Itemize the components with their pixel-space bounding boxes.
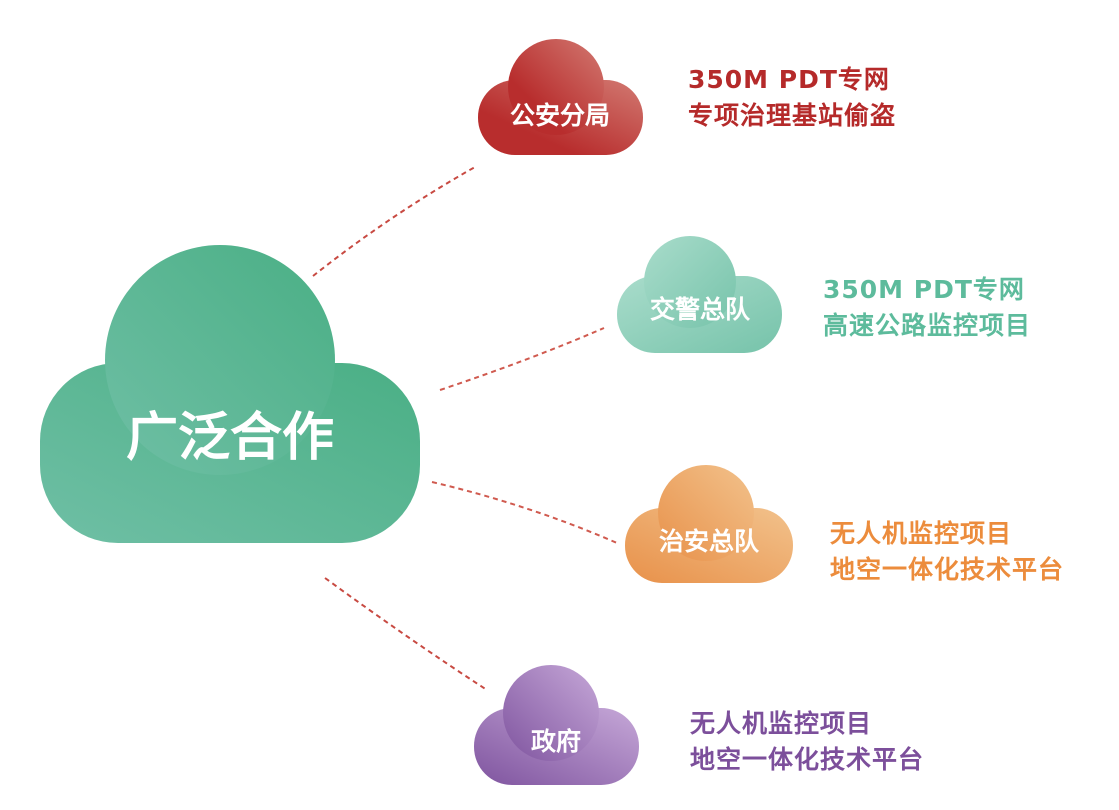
partner-cloud-puff [503, 665, 599, 761]
partner-desc-line: 地空一体化技术平台 [830, 555, 1065, 584]
partner-desc-traffic-police: 350M PDT专网 高速公路监控项目 [823, 272, 1031, 344]
center-cloud-label: 广泛合作 [126, 408, 334, 468]
partner-cloud-puff [508, 39, 604, 135]
partner-desc-line: 地空一体化技术平台 [690, 745, 925, 774]
partner-desc-line: 350M PDT专网 [688, 65, 890, 94]
partner-cloud-puff [658, 465, 754, 561]
partner-cloud-label: 公安分局 [510, 101, 610, 130]
partner-desc-police-bureau: 350M PDT专网 专项治理基站偷盗 [688, 62, 896, 134]
partner-desc-public-security: 无人机监控项目 地空一体化技术平台 [830, 516, 1064, 588]
connector-line-police-bureau [312, 166, 476, 277]
partner-cloud-government: 政府 [474, 665, 639, 785]
partner-desc-line: 无人机监控项目 [690, 709, 873, 738]
connector-line-traffic-police [439, 327, 605, 391]
partner-desc-line: 专项治理基站偷盗 [688, 101, 897, 130]
partner-cloud-puff [644, 236, 736, 328]
center-cloud: 广泛合作 [40, 245, 420, 543]
partner-cloud-label: 交警总队 [650, 295, 751, 324]
partner-cloud-police-bureau: 公安分局 [478, 39, 643, 155]
connector-line-government [324, 577, 488, 691]
partner-desc-line: 350M PDT专网 [823, 275, 1025, 304]
partner-cloud-traffic-police: 交警总队 [617, 236, 782, 353]
partner-desc-government: 无人机监控项目 地空一体化技术平台 [690, 706, 924, 778]
partner-cloud-label: 政府 [531, 727, 581, 756]
partner-desc-line: 高速公路监控项目 [823, 311, 1032, 340]
partner-cloud-public-security: 治安总队 [625, 465, 793, 583]
connector-line-public-security [431, 481, 618, 544]
center-cloud-puff [105, 245, 335, 475]
partner-cloud-label: 治安总队 [659, 527, 760, 556]
partner-desc-line: 无人机监控项目 [830, 519, 1013, 548]
